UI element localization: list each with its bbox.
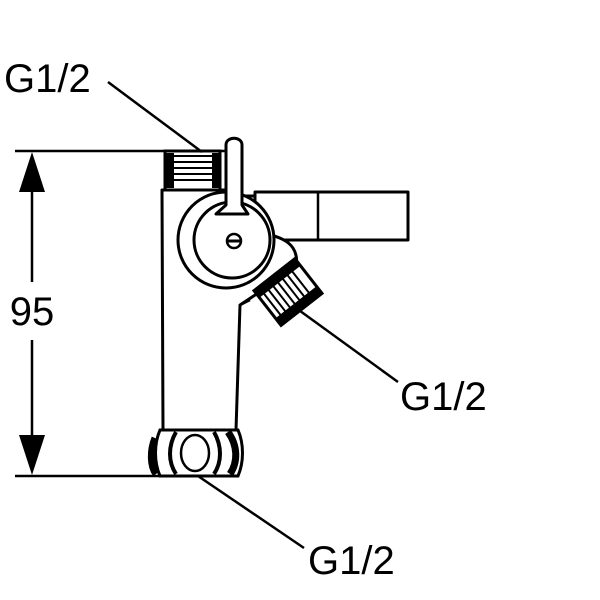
height-dimension: 95 xyxy=(10,149,225,478)
side-outlet-leader xyxy=(295,306,399,384)
arrowhead-down xyxy=(19,435,45,475)
callout-bottom-connection: G1/2 xyxy=(197,474,395,583)
lower-taper-line xyxy=(239,298,251,307)
height-dimension-value: 95 xyxy=(10,290,55,334)
arrowhead-up xyxy=(19,152,45,192)
callout-top-inlet: G1/2 xyxy=(4,57,203,154)
spout xyxy=(253,190,410,242)
bottom-connection-label: G1/2 xyxy=(308,539,395,583)
valve-body xyxy=(147,136,410,478)
side-outlet-label: G1/2 xyxy=(400,375,487,419)
top-thread xyxy=(163,149,222,192)
union-nut xyxy=(147,428,244,478)
top-inlet-label: G1/2 xyxy=(4,57,91,101)
top-inlet-leader xyxy=(107,80,203,154)
callout-side-outlet: G1/2 xyxy=(295,306,487,419)
side-thread xyxy=(251,256,325,328)
bottom-connection-leader xyxy=(197,474,305,550)
lever-handle-icon xyxy=(214,136,250,216)
